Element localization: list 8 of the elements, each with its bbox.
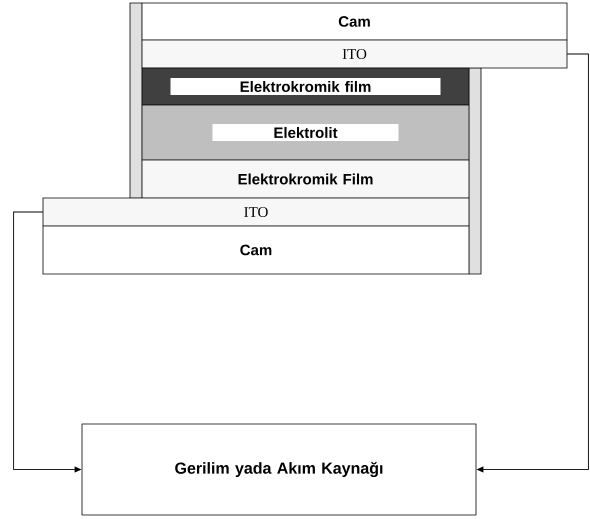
electrochromic-layer: Elektrokromik Film (142, 160, 470, 198)
glass-layer: Cam (42, 226, 470, 274)
source-box: Gerilim yada Akım Kaynağı (82, 424, 476, 516)
ito-layer: ITO (42, 198, 470, 226)
glass-layer: Cam (142, 2, 568, 40)
ito-layer: ITO (142, 40, 568, 68)
electrolyte-layer: Elektrolit (142, 104, 470, 160)
electrochromic-layer: Elektrokromik film (142, 68, 470, 106)
